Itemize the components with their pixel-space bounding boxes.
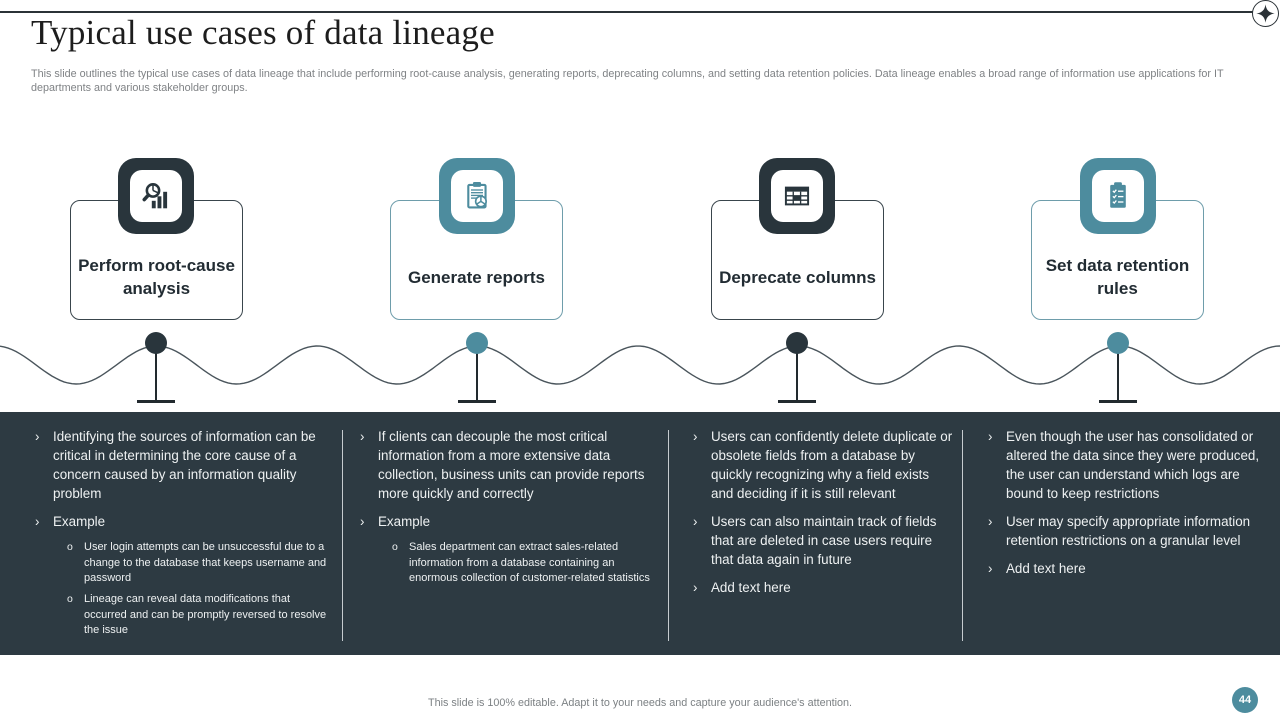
card-title: Deprecate columns	[719, 267, 876, 287]
wave-node-dot	[1107, 332, 1129, 354]
card-title: Set data retention rules	[1045, 256, 1190, 298]
stem-line	[155, 352, 157, 401]
bullet-marker: o	[392, 541, 398, 554]
sub-bullet-item: o Lineage can reveal data modifications …	[67, 592, 332, 639]
bullet-marker: ›	[35, 429, 40, 444]
badge-generate-reports	[439, 158, 515, 234]
column-divider	[342, 430, 343, 641]
compass-star-icon	[1252, 0, 1279, 27]
add-text-placeholder[interactable]: › Add text here	[988, 559, 1268, 578]
bullet-marker: ›	[988, 561, 993, 577]
bullet-marker: ›	[360, 514, 365, 530]
stem-line	[1117, 352, 1119, 401]
detail-panel: › Identifying the sources of information…	[0, 412, 1280, 655]
magnifier-bar-chart-icon	[130, 170, 182, 222]
bullet-item: › If clients can decouple the most criti…	[360, 427, 658, 503]
stem-line	[476, 352, 478, 401]
stem-foot	[1099, 400, 1137, 403]
bullet-marker: ›	[988, 429, 993, 444]
bullet-item: › Even though the user has consolidated …	[988, 427, 1268, 503]
wave-node-dot	[466, 332, 488, 354]
page-number-badge: 44	[1232, 687, 1258, 713]
column-divider	[962, 430, 963, 641]
bullet-marker: ›	[988, 514, 993, 530]
detail-column-root-cause: › Identifying the sources of information…	[0, 427, 342, 655]
top-rule	[0, 11, 1253, 13]
detail-column-retention: › Even though the user has consolidated …	[962, 427, 1280, 655]
bullet-marker: ›	[693, 429, 698, 444]
stem-foot	[778, 400, 816, 403]
bullet-item: › Identifying the sources of information…	[35, 427, 332, 503]
bullet-marker: ›	[35, 514, 40, 530]
card-title: Generate reports	[408, 267, 545, 287]
badge-deprecate-columns	[759, 158, 835, 234]
checklist-clipboard-icon	[1092, 170, 1144, 222]
badge-root-cause	[118, 158, 194, 234]
sub-bullet-item: o User login attempts can be unsuccessfu…	[67, 540, 332, 587]
table-columns-icon	[771, 170, 823, 222]
slide-subtitle: This slide outlines the typical use case…	[31, 68, 1224, 95]
bullet-item: › Example	[35, 512, 332, 531]
detail-column-deprecate: › Users can confidently delete duplicate…	[668, 427, 962, 655]
column-divider	[668, 430, 669, 641]
page-title: Typical use cases of data lineage	[31, 13, 495, 52]
bullet-marker: ›	[693, 580, 698, 596]
stem-line	[796, 352, 798, 401]
bullet-marker: ›	[360, 429, 365, 444]
stem-foot	[137, 400, 175, 403]
detail-column-reports: › If clients can decouple the most criti…	[342, 427, 668, 655]
footer-note: This slide is 100% editable. Adapt it to…	[427, 697, 852, 709]
bullet-item: › Users can confidently delete duplicate…	[693, 427, 954, 503]
wave-line	[0, 345, 1280, 385]
bullet-marker: ›	[693, 514, 698, 530]
report-clipboard-icon	[451, 170, 503, 222]
wave-node-dot	[786, 332, 808, 354]
bullet-item: › Example	[360, 512, 658, 531]
card-perform-root-cause-analysis: Perform root-cause analysis	[70, 200, 243, 320]
bullet-item: › User may specify appropriate informati…	[988, 512, 1268, 550]
badge-retention-rules	[1080, 158, 1156, 234]
bullet-item: › Users can also maintain track of field…	[693, 512, 954, 569]
stem-foot	[458, 400, 496, 403]
bullet-marker: o	[67, 592, 73, 605]
sub-bullet-item: o Sales department can extract sales-rel…	[392, 540, 658, 587]
card-title: Perform root-cause analysis	[78, 256, 235, 298]
wave-node-dot	[145, 332, 167, 354]
add-text-placeholder[interactable]: › Add text here	[693, 578, 954, 597]
bullet-marker: o	[67, 541, 73, 554]
